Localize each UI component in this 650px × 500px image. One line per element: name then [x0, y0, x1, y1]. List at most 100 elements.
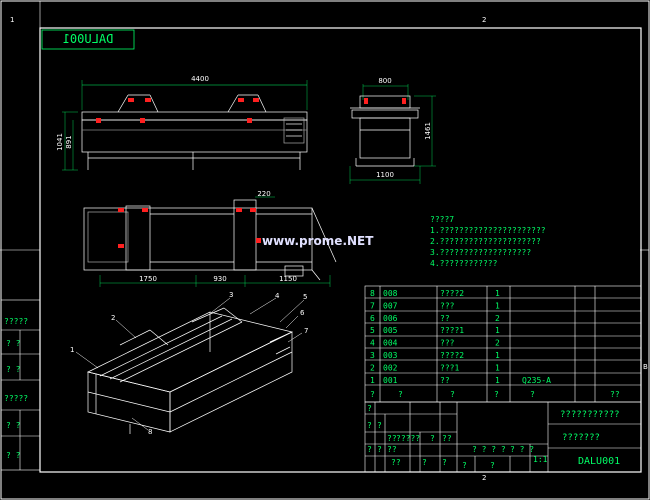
left-strip-6: ? ? [6, 451, 21, 460]
left-strip-2: ? ? [6, 339, 21, 348]
bom-cell-qty: 1 [495, 326, 500, 335]
svg-text:?: ? [377, 421, 382, 430]
dim-top-1150: 1150 [279, 275, 297, 283]
bom-cell-name: ??? [440, 339, 455, 348]
part-balloons [75, 297, 305, 431]
balloon-7: 7 [304, 327, 308, 335]
left-strip-3: ? ? [6, 365, 21, 374]
dim-top-1750: 1750 [139, 275, 157, 283]
svg-text:??: ?? [387, 445, 397, 454]
bom-cell-code: 003 [383, 351, 398, 360]
side-view-red-marks [364, 98, 406, 104]
svg-text:??: ?? [391, 458, 401, 467]
bom-header-mat: ? [530, 390, 535, 399]
balloon-2: 2 [111, 314, 115, 322]
bom-header-name: ? [450, 390, 455, 399]
isometric-view [86, 307, 294, 434]
title-company: ??????????? [560, 410, 620, 420]
inner-frame [39, 27, 642, 473]
bom-cell-seq: 5 [370, 326, 375, 335]
bom-cell-qty: 1 [495, 289, 500, 298]
bom-cell-qty: 1 [495, 301, 500, 310]
bom-cell-seq: 8 [370, 289, 375, 298]
bom-cell-code: 005 [383, 326, 398, 335]
svg-text:?: ? [422, 458, 427, 467]
bom-cell-name: ?? [440, 314, 450, 323]
balloon-3: 3 [229, 291, 233, 299]
svg-text:? ? ? ?: ? ? ? ? [472, 445, 506, 454]
front-view-red-marks [96, 98, 259, 123]
dim-front-overall-width: 4400 [191, 75, 209, 83]
bom-row: 2 002 ???1 1 [370, 363, 500, 372]
bom-cell-seq: 3 [370, 351, 375, 360]
svg-text:? ? ?: ? ? ? [510, 445, 534, 454]
bom-cell-name: ????1 [440, 326, 464, 335]
title-stamp: DALU001 [63, 32, 114, 46]
title-scale: 1:1 [533, 455, 548, 464]
dim-front-height-1: 1041 [56, 133, 64, 151]
title-drawing-no: DALU001 [578, 456, 620, 467]
bom-header-qty: ? [494, 390, 499, 399]
left-strip-1: ????? [4, 317, 28, 326]
bom-cell-name: ???1 [440, 363, 459, 372]
bom-cell-code: 008 [383, 289, 398, 298]
bom-cell-qty: 2 [495, 314, 500, 323]
front-view [62, 80, 308, 171]
bom-cell-qty: 1 [495, 363, 500, 372]
svg-text:?: ? [490, 461, 495, 470]
bom-cell-code: 007 [383, 301, 398, 310]
balloon-1: 1 [70, 346, 74, 354]
bom-header-note: ?? [610, 390, 620, 399]
dim-front-height-2: 891 [65, 135, 73, 148]
zone-mark-right-b: B [643, 363, 648, 371]
bom-cell-code: 002 [383, 363, 398, 372]
bom-cell-qty: 1 [495, 376, 500, 385]
bom-table-grid [364, 285, 642, 403]
left-margin-table [0, 299, 41, 471]
notes-line-1: 1.?????????????????????? [430, 226, 546, 235]
svg-text:??: ?? [387, 434, 397, 443]
dim-side-top-width: 800 [378, 77, 391, 85]
bom-cell-code: 006 [383, 314, 398, 323]
bom-cell-seq: 2 [370, 363, 375, 372]
top-view [83, 196, 337, 287]
title-stamp-frame [41, 29, 135, 50]
bom-cell-code: 004 [383, 339, 398, 348]
svg-text:?: ? [367, 404, 372, 413]
bom-header-seq: ? [370, 390, 375, 399]
notes-line-4: 4.???????????? [430, 259, 498, 268]
left-strip-4: ????? [4, 394, 28, 403]
svg-text:?: ? [367, 421, 372, 430]
side-view [349, 84, 436, 184]
balloon-8: 8 [148, 428, 152, 436]
bom-header-row: ? ? ? ? ? ?? [370, 390, 620, 399]
top-view-red-marks [118, 208, 261, 248]
bom-cell-seq: 4 [370, 339, 375, 348]
bom-cell-name: ??? [440, 301, 455, 310]
svg-text:?: ? [430, 434, 435, 443]
dim-side-bottom-width: 1100 [376, 171, 394, 179]
balloon-4: 4 [275, 292, 280, 300]
zone-mark-top-1: 1 [10, 16, 14, 24]
bom-cell-name: ????2 [440, 351, 464, 360]
dim-top-930: 930 [213, 275, 226, 283]
watermark: www.prome.NET [262, 234, 374, 248]
bom-row: 5 005 ????1 1 [370, 326, 500, 335]
bom-cell-code: 001 [383, 376, 398, 385]
title-drawing-name: ??????? [562, 433, 600, 443]
dim-top-220: 220 [257, 190, 270, 198]
svg-text:?: ? [462, 461, 467, 470]
dim-side-height: 1461 [424, 122, 432, 140]
svg-text:?????: ????? [396, 434, 420, 443]
bom-header-code: ? [398, 390, 403, 399]
svg-text:?: ? [377, 445, 382, 454]
zone-mark-top-2: 2 [482, 16, 486, 24]
bom-cell-mat: Q235-A [522, 376, 551, 385]
notes-heading: ????7 [430, 215, 454, 224]
